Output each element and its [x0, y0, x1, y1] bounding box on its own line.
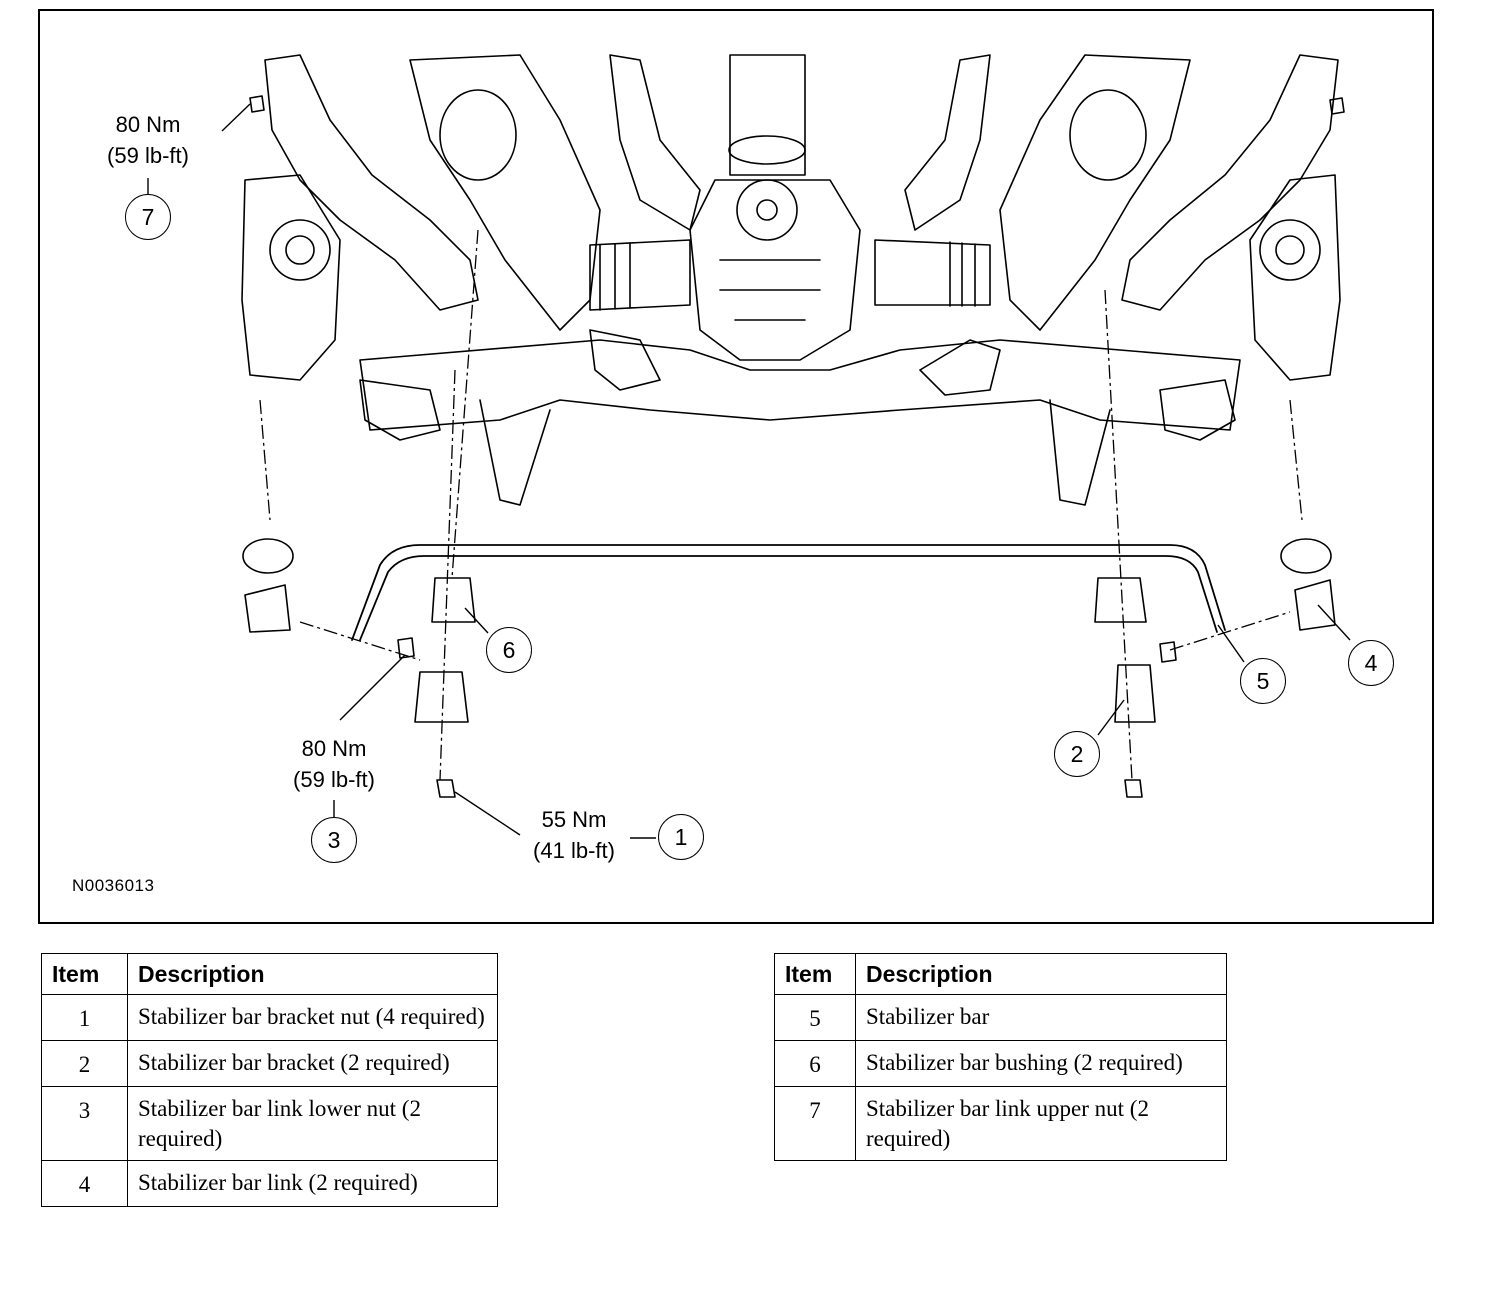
item-description: Stabilizer bar bracket nut (4 required)	[127, 994, 498, 1041]
right-frame-rail	[1121, 54, 1339, 311]
legend-header-row: Item Description	[774, 953, 1227, 995]
right-bushing	[1094, 577, 1147, 623]
figure-id-code: N0036013	[72, 876, 155, 895]
table-row: 5 Stabilizer bar	[774, 994, 1227, 1041]
item-number: 6	[774, 1040, 856, 1087]
right-tower-hole	[1069, 89, 1147, 181]
torque-label-item-1: 55 Nm (41 lb-ft)	[512, 804, 636, 866]
left-bracket-nut	[436, 779, 456, 798]
right-halfshaft	[874, 239, 991, 306]
legend-table-left: Item Description 1 Stabilizer bar bracke…	[41, 953, 498, 1207]
torque-nm: 80 Nm	[115, 112, 181, 137]
left-knuckle	[241, 174, 341, 381]
callout-7: 7	[125, 194, 171, 240]
right-link-lower-nut	[1159, 641, 1177, 663]
left-frame-rail	[264, 54, 479, 311]
differential-housing	[689, 179, 861, 361]
left-link-grommet	[242, 538, 294, 574]
table-row: 1 Stabilizer bar bracket nut (4 required…	[41, 994, 498, 1041]
right-link-body	[1294, 579, 1336, 631]
torque-label-item-7: 80 Nm (59 lb-ft)	[86, 109, 210, 171]
right-knuckle	[1249, 174, 1341, 381]
table-row: 7 Stabilizer bar link upper nut (2 requi…	[774, 1086, 1227, 1161]
callout-5: 5	[1240, 658, 1286, 704]
item-description: Stabilizer bar bushing (2 required)	[855, 1040, 1227, 1087]
driveshaft	[729, 54, 806, 176]
item-number: 1	[41, 994, 128, 1041]
item-description: Stabilizer bar link lower nut (2 require…	[127, 1086, 498, 1161]
item-number: 4	[41, 1160, 128, 1207]
torque-lbft: (41 lb-ft)	[533, 838, 615, 863]
item-number: 5	[774, 994, 856, 1041]
item-description: Stabilizer bar	[855, 994, 1227, 1041]
left-link-body	[244, 584, 291, 633]
table-row: 6 Stabilizer bar bushing (2 required)	[774, 1040, 1227, 1087]
left-halfshaft	[589, 239, 691, 311]
torque-label-item-3: 80 Nm (59 lb-ft)	[272, 733, 396, 795]
right-upper-nut	[1329, 97, 1345, 115]
table-row: 3 Stabilizer bar link lower nut (2 requi…	[41, 1086, 498, 1161]
right-shock-tower	[999, 54, 1191, 331]
torque-nm: 55 Nm	[541, 807, 607, 832]
item-description: Stabilizer bar link upper nut (2 require…	[855, 1086, 1227, 1161]
callout-4: 4	[1348, 640, 1394, 686]
item-number: 7	[774, 1086, 856, 1161]
right-bracket	[1114, 664, 1156, 723]
torque-lbft: (59 lb-ft)	[293, 767, 375, 792]
right-link-grommet	[1280, 538, 1332, 574]
callout-6: 6	[486, 627, 532, 673]
legend-table-right: Item Description 5 Stabilizer bar 6 Stab…	[774, 953, 1227, 1161]
item-description: Stabilizer bar bracket (2 required)	[127, 1040, 498, 1087]
torque-lbft: (59 lb-ft)	[107, 143, 189, 168]
callout-2: 2	[1054, 731, 1100, 777]
left-bracket	[414, 671, 469, 723]
legend-header-row: Item Description	[41, 953, 498, 995]
item-number: 3	[41, 1086, 128, 1161]
header-description: Description	[855, 953, 1227, 995]
stabilizer-bar	[351, 544, 1226, 641]
callout-1: 1	[658, 814, 704, 860]
torque-nm: 80 Nm	[301, 736, 367, 761]
header-item: Item	[774, 953, 856, 995]
left-upper-nut	[249, 95, 265, 113]
table-row: 4 Stabilizer bar link (2 required)	[41, 1160, 498, 1207]
item-description: Stabilizer bar link (2 required)	[127, 1160, 498, 1207]
left-shock-tower	[409, 54, 601, 331]
left-link-lower-nut	[397, 637, 415, 659]
left-bushing	[431, 577, 476, 623]
figure-frame	[38, 9, 1434, 924]
callout-3: 3	[311, 817, 357, 863]
header-description: Description	[127, 953, 498, 995]
suspension-line-drawing	[147, 54, 1351, 839]
table-row: 2 Stabilizer bar bracket (2 required)	[41, 1040, 498, 1087]
item-number: 2	[41, 1040, 128, 1087]
left-crossmember-bracket	[589, 329, 661, 391]
right-crossmember-bracket	[919, 339, 1001, 396]
right-bracket-nut	[1124, 779, 1143, 798]
header-item: Item	[41, 953, 128, 995]
left-tower-hole	[439, 89, 517, 181]
